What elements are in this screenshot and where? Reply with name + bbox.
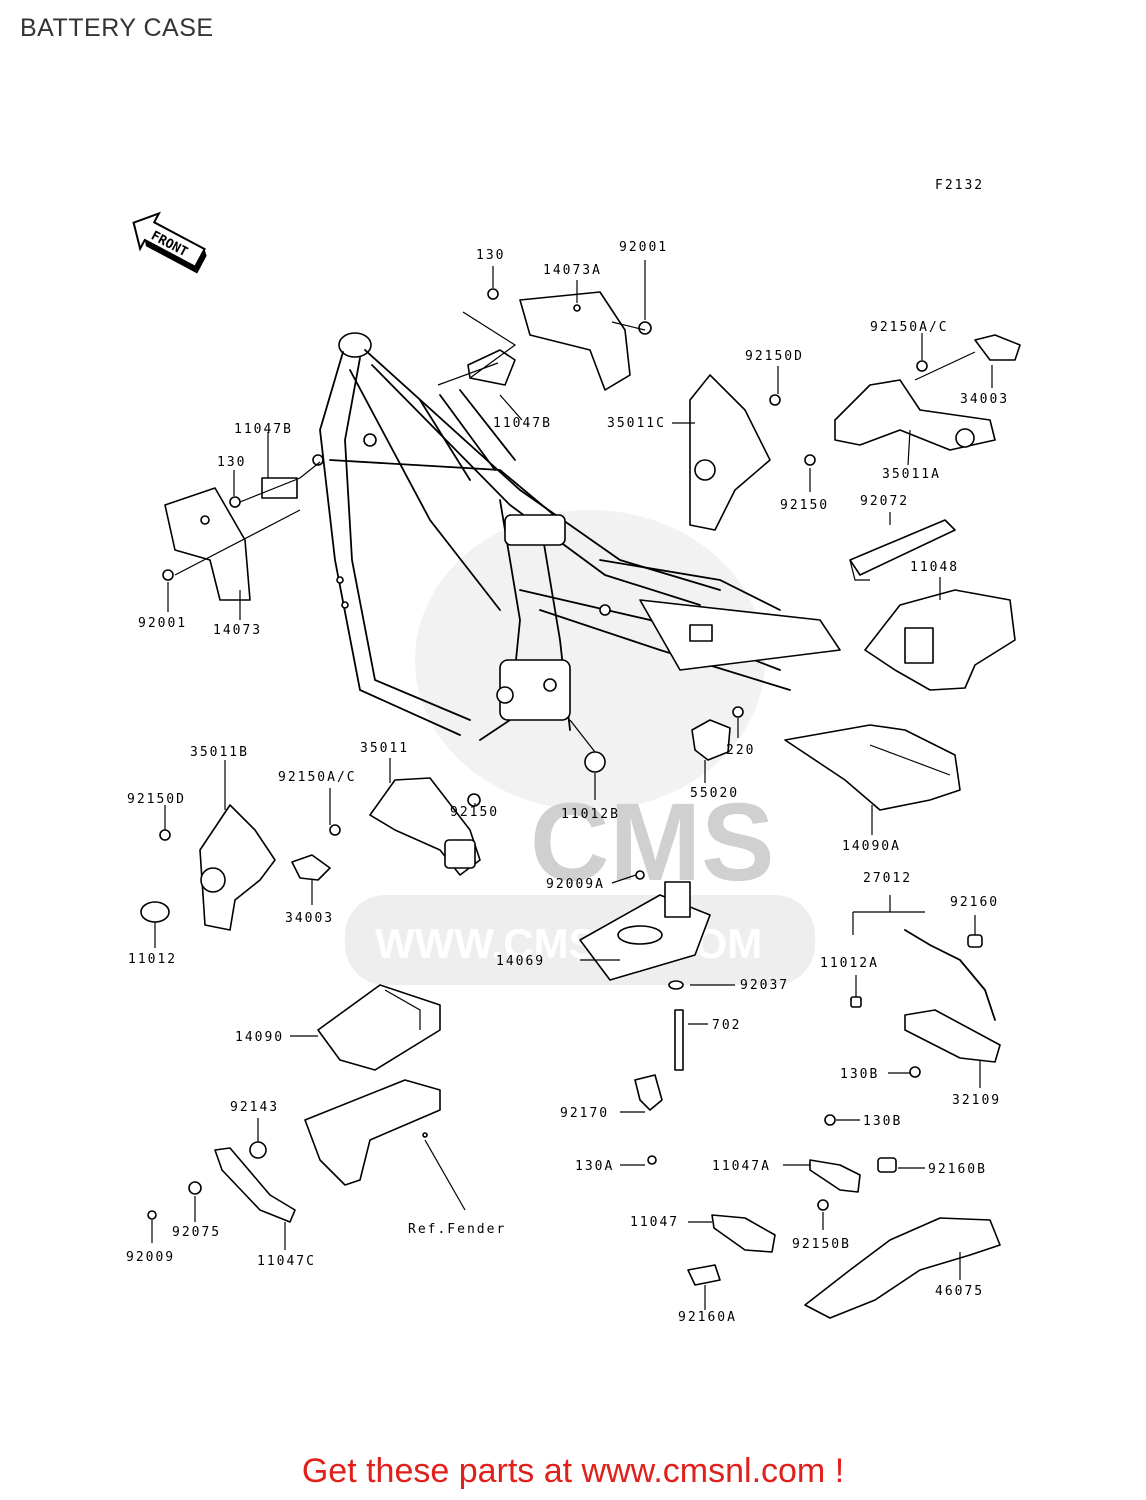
bracket-32109 [904, 1009, 1001, 1063]
strap-92072 [849, 519, 956, 581]
bolt-130-top [487, 288, 499, 300]
footrest-bracket-35011 [369, 777, 481, 876]
damper-92143 [249, 1141, 267, 1159]
part-label: 35011A [882, 467, 941, 482]
tray-11048 [864, 589, 1016, 691]
parts-diagram: CMS WWW.CMSNL.COM F2132 FRONT [126, 178, 1021, 1325]
part-label: 14073 [213, 623, 262, 638]
part-label: 11012A [820, 956, 879, 971]
frame-drawing [312, 332, 841, 741]
part-label: 92160B [928, 1162, 987, 1177]
clip-92170 [634, 1074, 663, 1111]
cover-14073-left [164, 487, 251, 601]
case-14090 [317, 984, 441, 1071]
front-arrow-icon: FRONT [132, 211, 207, 274]
part-label: 11047B [493, 416, 552, 431]
part-label: 11012 [128, 952, 177, 967]
leader-lines [151, 260, 993, 1310]
part-label: 220 [726, 743, 755, 758]
part-label: 92150 [450, 805, 499, 820]
damper-92160A [687, 1264, 721, 1286]
bracket-11047 [711, 1214, 776, 1253]
part-label: 11047A [712, 1159, 771, 1174]
bracket-55020 [691, 719, 731, 761]
part-label: 11047C [257, 1254, 316, 1269]
plate-35011C [689, 374, 771, 531]
tray-under [304, 1079, 441, 1186]
part-label: 92150A/C [278, 770, 357, 785]
part-label: 35011B [190, 745, 249, 760]
hose-27012 [904, 929, 996, 1021]
footrest-34003-mid [291, 854, 331, 881]
grommet-11012 [140, 901, 170, 923]
bracket-11047B-top [467, 349, 516, 386]
bolt-130-left [229, 496, 241, 508]
bolt-92001-left [162, 569, 174, 581]
grommet-11012B [584, 751, 606, 773]
part-label: 14069 [496, 954, 545, 969]
part-label: 92160 [950, 895, 999, 910]
footrest-bracket-35011A [834, 379, 996, 451]
part-label: 92150D [745, 349, 804, 364]
top-cover-14073A [519, 291, 631, 391]
part-label: 11047 [630, 1215, 679, 1230]
part-label: 35011 [360, 741, 409, 756]
reference-label: Ref.Fender [408, 1222, 506, 1237]
part-label: 14090A [842, 839, 901, 854]
part-label: 92160A [678, 1310, 737, 1325]
pedal-46075 [804, 1217, 1001, 1319]
part-label: 14073A [543, 263, 602, 278]
part-label: 130B [863, 1114, 902, 1129]
part-label: 92150B [792, 1237, 851, 1252]
cover-14090A [784, 724, 961, 811]
part-label: 92150D [127, 792, 186, 807]
part-label: 92072 [860, 494, 909, 509]
part-label: 92009 [126, 1250, 175, 1265]
part-label: 130 [217, 455, 246, 470]
part-label: 14090 [235, 1030, 284, 1045]
watermark-brand: CMS [530, 781, 774, 904]
pin-702 [674, 1009, 684, 1071]
part-label: 92037 [740, 978, 789, 993]
footer-link[interactable]: Get these parts at www.cmsnl.com ! [301, 1452, 845, 1490]
bracket-11047A [809, 1159, 861, 1193]
part-label: 92075 [172, 1225, 221, 1240]
part-label: 130B [840, 1067, 879, 1082]
part-label: 11048 [910, 560, 959, 575]
part-label: 32109 [952, 1093, 1001, 1108]
part-label: 92009A [546, 877, 605, 892]
part-label: 11047B [234, 422, 293, 437]
part-label: 92143 [230, 1100, 279, 1115]
part-label: 11012B [561, 807, 620, 822]
part-label: 130A [575, 1159, 614, 1174]
part-label: 92001 [138, 616, 187, 631]
part-label: 92170 [560, 1106, 609, 1121]
damper-92160B [877, 1157, 897, 1173]
part-label: 92001 [619, 240, 668, 255]
plate-35011B [199, 804, 276, 931]
page-title: BATTERY CASE [20, 14, 214, 42]
part-label: 92150 [780, 498, 829, 513]
bolt-92001-top [638, 321, 652, 335]
footrest-34003-top [974, 334, 1021, 361]
part-label: 55020 [690, 786, 739, 801]
plate-14069 [579, 881, 711, 981]
part-label: 92150A/C [870, 320, 949, 335]
bracket-11047C [214, 1147, 296, 1223]
part-labels: 130 14073A 92001 92150A/C 92150D 34003 1… [126, 240, 1009, 1325]
part-label: 702 [712, 1018, 741, 1033]
part-label: 27012 [863, 871, 912, 886]
part-label: 34003 [960, 392, 1009, 407]
part-label: 34003 [285, 911, 334, 926]
figure-code: F2132 [935, 178, 984, 193]
part-label: 46075 [935, 1284, 984, 1299]
part-label: 130 [476, 248, 505, 263]
part-label: 35011C [607, 416, 666, 431]
